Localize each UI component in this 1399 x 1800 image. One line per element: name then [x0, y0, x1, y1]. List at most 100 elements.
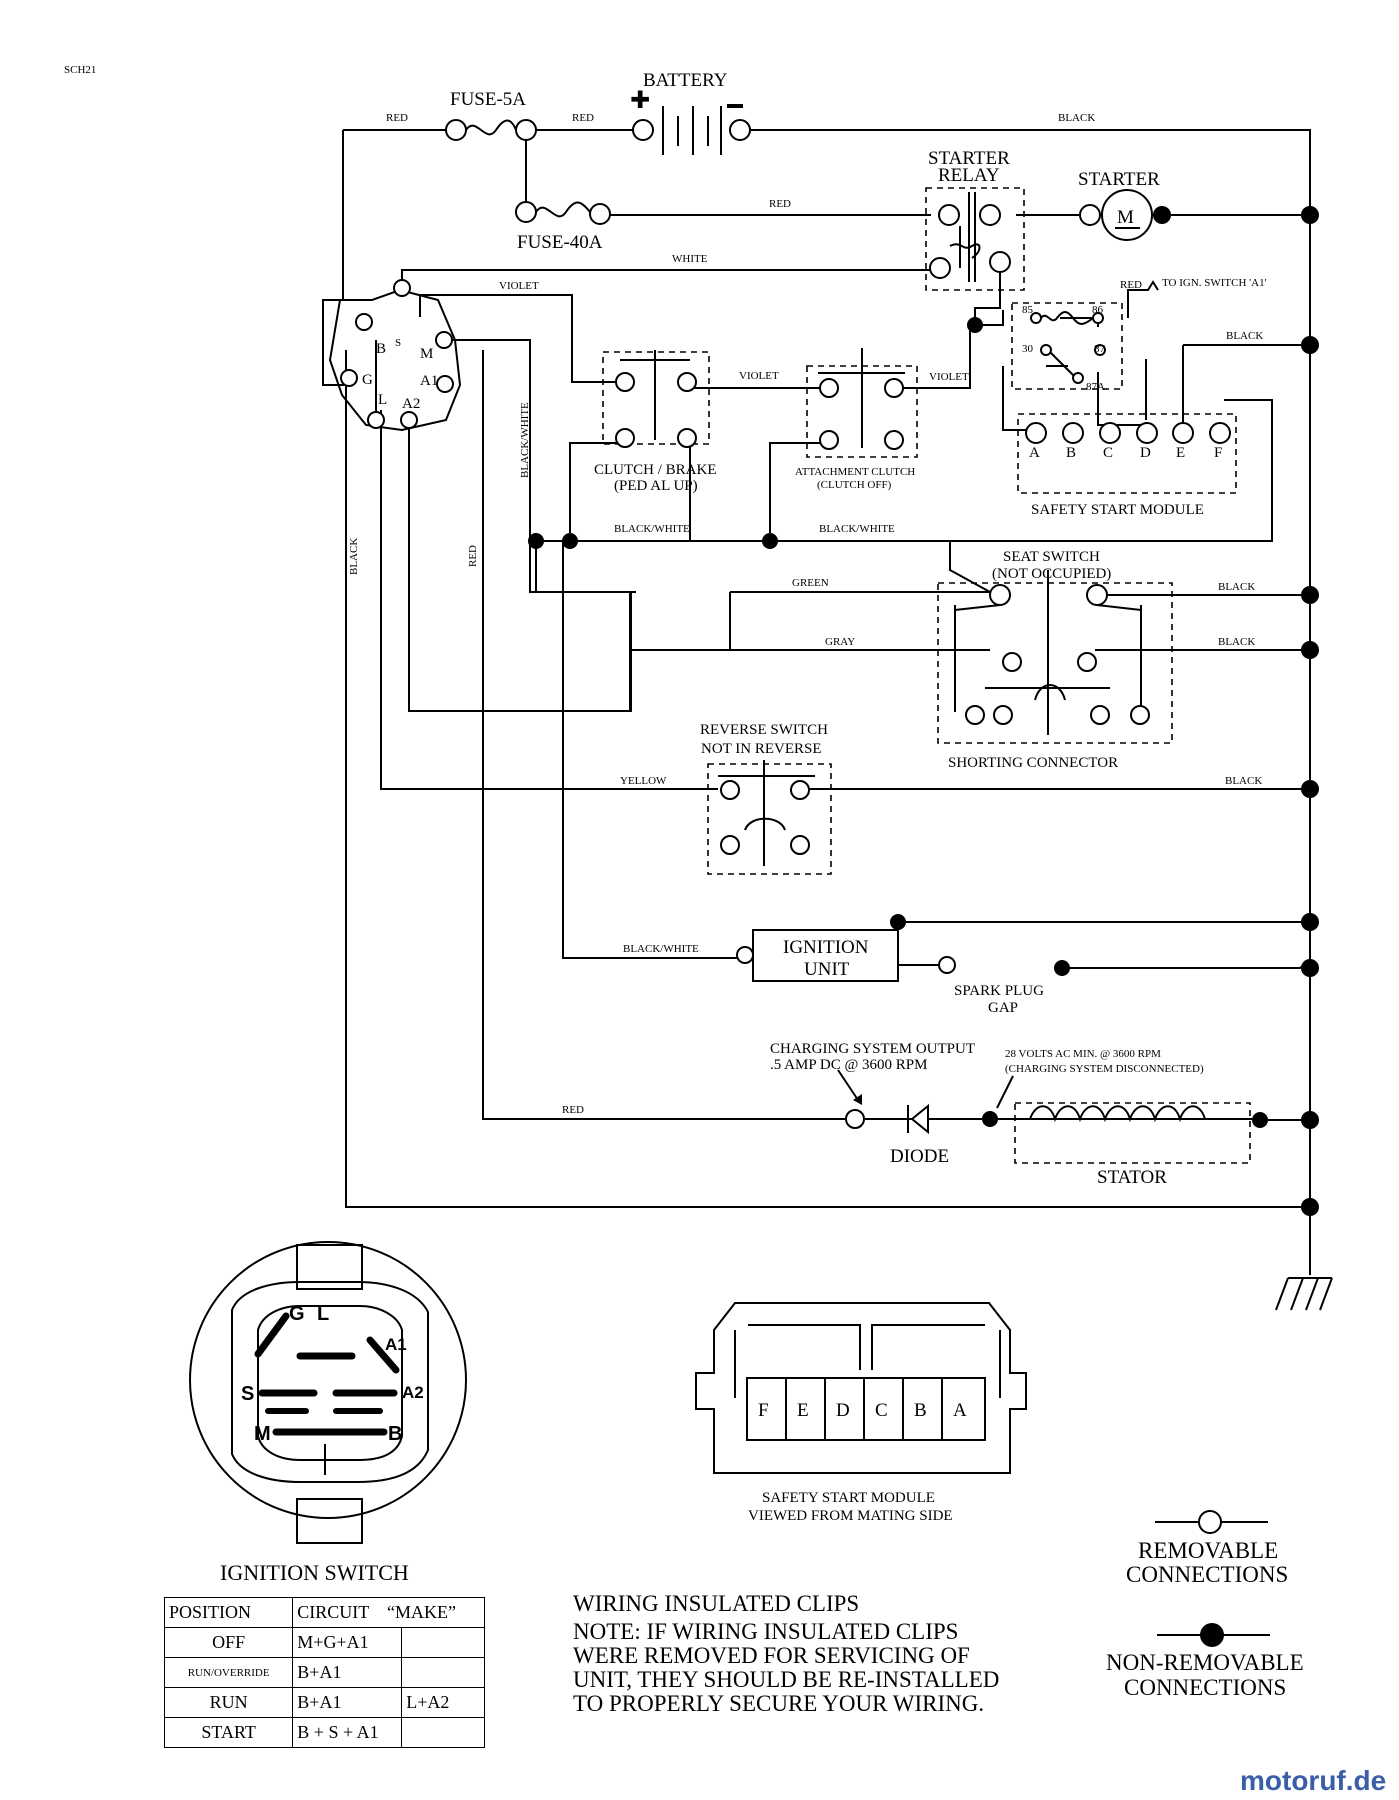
relay-5pin: 85 86 30 87 87A	[967, 302, 1123, 393]
mating-pin-d: D	[836, 1400, 850, 1421]
table-row: OFF M+G+A1	[163, 1627, 485, 1658]
wire-label-white: WHITE	[672, 253, 708, 265]
table-row: RUN B+A1 L+A2	[163, 1687, 485, 1718]
starter-relay-label-1: STARTER	[928, 148, 1010, 169]
watermark: motoruf.de	[1240, 1765, 1386, 1796]
reverse-switch: REVERSE SWITCH NOT IN REVERSE	[700, 722, 832, 875]
diode-label: DIODE	[890, 1146, 949, 1167]
ign-terminal-s: S	[395, 337, 401, 349]
wire-label-violet: VIOLET	[929, 371, 969, 383]
to-ign-switch-label: TO IGN. SWITCH 'A1'	[1162, 277, 1267, 289]
safety-start-module-label: SAFETY START MODULE	[1031, 502, 1204, 518]
fuse-40a-label: FUSE-40A	[517, 232, 603, 253]
clutch-brake-label-2: (PED AL UP)	[614, 478, 698, 494]
note-line-3: UNIT, THEY SHOULD BE RE-INSTALLED	[573, 1667, 999, 1692]
plus-icon: ✚	[630, 86, 650, 114]
ign-terminal-m: M	[420, 346, 433, 362]
note-line-1: NOTE: IF WIRING INSULATED CLIPS	[573, 1619, 958, 1644]
charging-output-label-2: .5 AMP DC @ 3600 RPM	[770, 1057, 927, 1073]
ignition-unit-label-2: UNIT	[804, 959, 850, 980]
attachment-clutch-label-1: ATTACHMENT CLUTCH	[795, 466, 915, 478]
module-pin-e: E	[1176, 445, 1185, 461]
table-cell-make	[401, 1657, 485, 1688]
legend: REMOVABLE CONNECTIONS NON-REMOVABLE CONN…	[1106, 1510, 1304, 1700]
wire-label-blackwhite: BLACK/WHITE	[519, 402, 531, 478]
mating-pin-e: E	[797, 1400, 809, 1421]
wire-label-black: BLACK	[1225, 775, 1262, 787]
table-cell-position: OFF	[163, 1627, 294, 1658]
junctions	[528, 206, 1319, 1216]
wire-label-red: RED	[1120, 279, 1142, 291]
wires	[322, 129, 1333, 1311]
ignition-switch-table: POSITION CIRCUIT “MAKE” OFF M+G+A1 RUN/O…	[163, 1597, 485, 1748]
safety-start-module: A B C D E F SAFETY START MODULE	[1017, 413, 1237, 518]
table-cell-make: L+A2	[401, 1687, 485, 1718]
ign-face-l: L	[317, 1303, 329, 1325]
wire-label-black: BLACK	[1058, 112, 1095, 124]
note-line-4: TO PROPERLY SECURE YOUR WIRING.	[573, 1691, 984, 1716]
note-title: WIRING INSULATED CLIPS	[573, 1591, 859, 1616]
table-cell-circuit: B+A1	[292, 1657, 403, 1688]
battery-label: BATTERY	[643, 70, 728, 91]
table-header: CIRCUIT “MAKE”	[292, 1597, 485, 1628]
stator-label: STATOR	[1097, 1167, 1167, 1188]
ign-terminal-a2: A2	[402, 396, 420, 412]
wire-label-blackwhite: BLACK/WHITE	[623, 943, 699, 955]
table-cell-position: START	[163, 1717, 294, 1748]
table-cell-circuit: B+A1	[292, 1687, 403, 1718]
wire-label-black: BLACK	[1218, 636, 1255, 648]
ignition-switch-label: IGNITION SWITCH	[220, 1560, 409, 1585]
relay-pin-87a: 87A	[1086, 381, 1105, 393]
ign-terminal-b: B	[376, 341, 386, 357]
table-cell-circuit: M+G+A1	[292, 1627, 403, 1658]
wire-label-red: RED	[769, 198, 791, 210]
relay-pin-30: 30	[1022, 343, 1034, 355]
table-header: POSITION	[163, 1597, 294, 1628]
relay-pin-86: 86	[1092, 304, 1104, 316]
relay-pin-85: 85	[1022, 304, 1034, 316]
charging-output-label-1: CHARGING SYSTEM OUTPUT	[770, 1041, 975, 1057]
ssm-mating-label-2: VIEWED FROM MATING SIDE	[748, 1508, 953, 1524]
wiring-note: WIRING INSULATED CLIPS NOTE: IF WIRING I…	[573, 1591, 999, 1716]
wire-label-blackwhite: BLACK/WHITE	[819, 523, 895, 535]
wire-label-gray: GRAY	[825, 636, 855, 648]
wire-label-black: BLACK	[1218, 581, 1255, 593]
wire-label-black: BLACK	[348, 538, 360, 575]
ign-face-b: B	[388, 1423, 402, 1445]
attachment-clutch-switch: ATTACHMENT CLUTCH (CLUTCH OFF)	[795, 348, 918, 491]
wire-label-black: BLACK	[1226, 330, 1263, 342]
ignition-unit: IGNITION UNIT SPARK PLUG GAP	[736, 914, 1070, 1016]
clutch-brake-switch: CLUTCH / BRAKE (PED AL UP)	[594, 350, 717, 494]
ignition-unit-label-1: IGNITION	[783, 937, 869, 958]
wire-label-blackwhite: BLACK/WHITE	[614, 523, 690, 535]
table-header-circuit: CIRCUIT	[297, 1602, 369, 1622]
starter-m-label: M	[1117, 207, 1134, 228]
wire-label-red: RED	[562, 1104, 584, 1116]
ignition-switch-face: G L A1 S A2 M B IGNITION SWITCH	[189, 1241, 467, 1585]
charging-system: CHARGING SYSTEM OUTPUT .5 AMP DC @ 3600 …	[770, 1041, 1268, 1188]
wire-label-yellow: YELLOW	[620, 775, 667, 787]
ign-terminal-g: G	[362, 372, 373, 388]
relay-pin-87: 87	[1094, 343, 1106, 355]
clutch-brake-label-1: CLUTCH / BRAKE	[594, 462, 717, 478]
ign-face-g: G	[289, 1303, 305, 1325]
fuse-5a-label: FUSE-5A	[450, 89, 526, 110]
wire-label-green: GREEN	[792, 577, 829, 589]
table-cell-make	[401, 1717, 485, 1748]
table-header-row: POSITION CIRCUIT “MAKE”	[163, 1597, 485, 1628]
table-row: START B + S + A1	[163, 1717, 485, 1748]
ssm-mating-label-1: SAFETY START MODULE	[762, 1490, 935, 1506]
wire-labels: RED RED BLACK RED WHITE VIOLET RED BLACK…	[348, 112, 1263, 1116]
legend-nonremovable-1: NON-REMOVABLE	[1106, 1650, 1304, 1675]
spark-plug-label-1: SPARK PLUG	[954, 983, 1044, 999]
wire-label-red: RED	[386, 112, 408, 124]
seat-switch-label-1: SEAT SWITCH	[1003, 549, 1100, 565]
ign-face-a2: A2	[402, 1383, 424, 1402]
module-pin-a: A	[1029, 445, 1040, 461]
fuse-5a: FUSE-5A	[445, 89, 537, 141]
module-pin-f: F	[1214, 445, 1222, 461]
ign-face-s: S	[241, 1383, 254, 1405]
legend-removable-1: REMOVABLE	[1138, 1538, 1278, 1563]
ign-terminal-l: L	[378, 392, 387, 408]
wire-label-red: RED	[572, 112, 594, 124]
